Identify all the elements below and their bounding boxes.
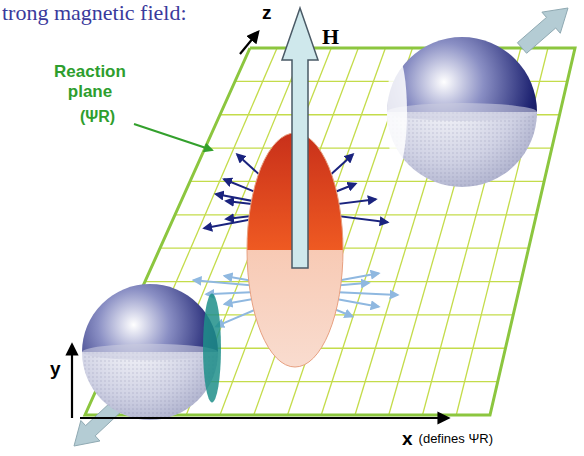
motion-arrow	[517, 8, 568, 53]
axis-arrow	[240, 32, 258, 54]
nucleus-sphere	[82, 284, 221, 420]
slide-title: trong magnetic field:	[2, 0, 187, 25]
axis-arrow	[80, 417, 448, 419]
angle-label: (ΨR)	[80, 108, 115, 126]
field-label: H	[322, 24, 339, 49]
grid-line	[220, 48, 358, 415]
axis-arrow	[71, 345, 73, 418]
nucleus-sphere	[387, 37, 537, 187]
plane-label: Reaction plane	[40, 62, 140, 101]
axis-note: (defines ΨR)	[419, 432, 493, 447]
grid-line	[160, 248, 529, 249]
axis-label: x	[402, 428, 413, 450]
leader-arrow	[134, 124, 212, 150]
axis-label: z	[262, 2, 272, 24]
axis-label: y	[50, 358, 61, 380]
magnetic-field-arrow	[282, 8, 318, 268]
grid-line	[175, 214, 536, 215]
